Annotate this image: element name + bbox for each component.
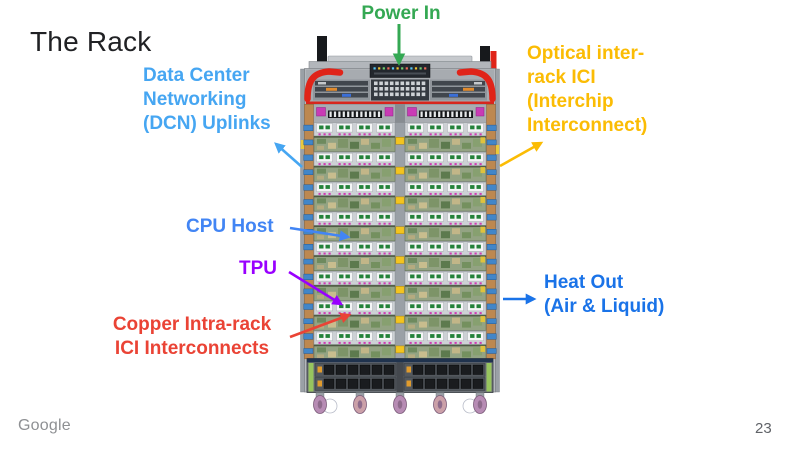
rack-illustration bbox=[300, 35, 500, 415]
dcn-uplinks-arrow bbox=[274, 142, 303, 168]
label-cpu-host: CPU Host bbox=[186, 216, 274, 237]
heat-line-2: (Air & Liquid) bbox=[544, 296, 665, 317]
heat-line-1: Heat Out bbox=[544, 272, 624, 293]
slide-title: The Rack bbox=[30, 26, 152, 57]
copper-line-1: Copper Intra-rack bbox=[112, 314, 272, 335]
optical-line-4: Interconnect) bbox=[527, 115, 648, 136]
label-dcn-uplinks: Data Center Networking (DCN) Uplinks bbox=[143, 64, 271, 136]
dcn-line-3: (DCN) Uplinks bbox=[143, 113, 271, 134]
label-tpu: TPU bbox=[239, 258, 277, 279]
page-number: 23 bbox=[755, 420, 772, 437]
rack-red-hoses bbox=[304, 68, 496, 103]
label-heat-out: Heat Out (Air & Liquid) bbox=[544, 271, 664, 319]
rack-power-shelf bbox=[306, 358, 494, 393]
optical-ici-arrow bbox=[499, 141, 544, 168]
rack-top-posts bbox=[317, 36, 497, 74]
copper-line-2: ICI Interconnects bbox=[114, 338, 270, 359]
optical-line-3: (Interchip bbox=[527, 91, 614, 112]
dcn-line-1: Data Center bbox=[143, 65, 250, 86]
label-optical-ici: Optical inter- rack ICI (Interchip Inter… bbox=[527, 42, 647, 138]
optical-line-1: Optical inter- bbox=[527, 43, 645, 64]
rack-casters bbox=[313, 392, 487, 414]
rack-connector-row bbox=[305, 104, 495, 123]
rack-red-busbar bbox=[306, 101, 494, 105]
label-power-in: Power In bbox=[361, 3, 441, 24]
dcn-line-2: Networking bbox=[143, 89, 247, 110]
label-copper-ici: Copper Intra-rack ICI Interconnects bbox=[96, 313, 288, 361]
rack-diagram bbox=[300, 36, 500, 414]
optical-line-2: rack ICI bbox=[527, 67, 596, 88]
google-logo: Google bbox=[18, 417, 71, 434]
